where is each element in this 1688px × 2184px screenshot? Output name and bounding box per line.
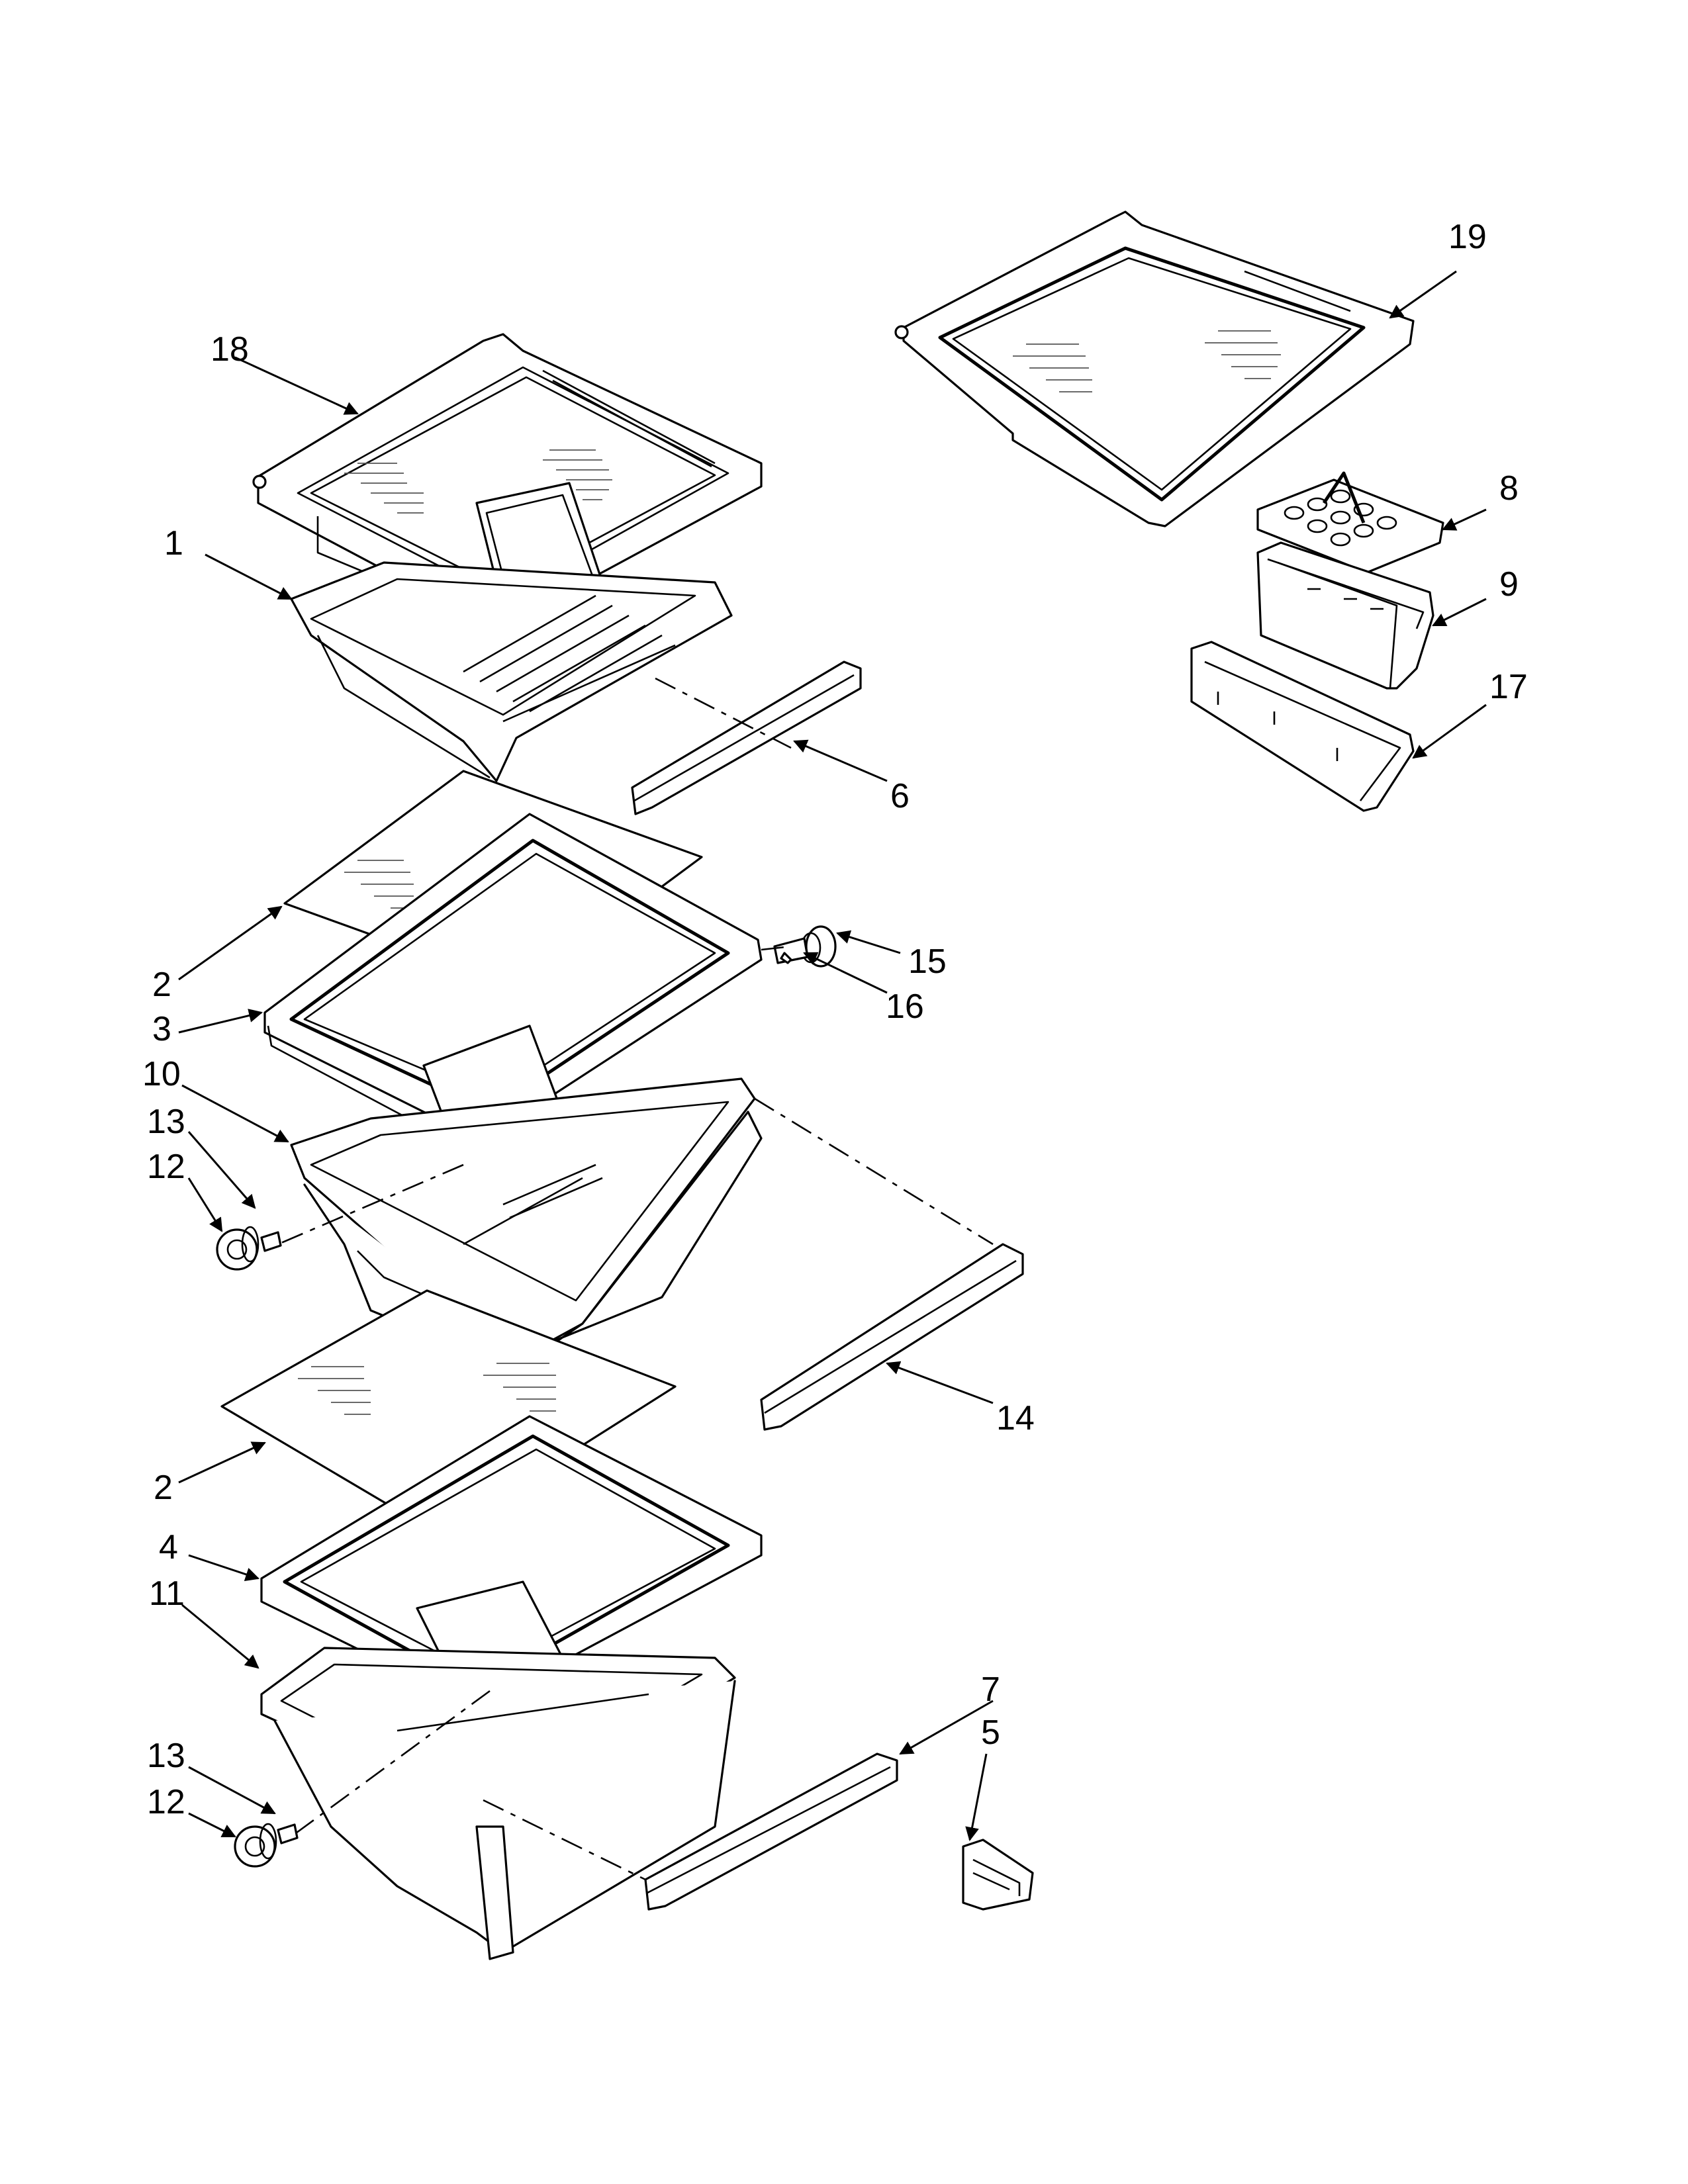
callout-12-upper: 12 [147,1148,185,1186]
callout-2-lower: 2 [154,1469,173,1507]
part-7-rail [644,1752,898,1911]
callout-10: 10 [142,1055,181,1093]
callout-12-lower: 12 [147,1783,185,1821]
part-14-rail [760,1243,1024,1431]
callout-8: 8 [1499,469,1519,508]
callout-9: 9 [1499,565,1519,604]
callout-2-upper: 2 [152,966,171,1004]
callout-4: 4 [159,1528,178,1567]
part-2-glass-shelf-lower [220,1289,677,1537]
part-16-screw [773,937,809,964]
assembly-lines [277,677,994,1881]
part-12-roller-upper [216,1226,259,1271]
callout-14: 14 [996,1399,1035,1437]
callout-5: 5 [981,1713,1000,1752]
callout-7: 7 [981,1670,1000,1709]
part-1-crisper-pan [290,561,733,782]
leader-lines [178,270,1487,1842]
part-8-egg-tray [1256,471,1444,574]
callout-16: 16 [886,987,924,1026]
part-11-crisper-drawer [260,1647,736,1960]
part-13-screw-lower [277,1823,299,1844]
part-5-clip [962,1839,1034,1911]
callout-3: 3 [152,1010,171,1048]
callout-1: 1 [164,524,183,563]
callout-13-lower: 13 [147,1737,185,1775]
callout-15: 15 [908,942,947,981]
callout-18: 18 [211,330,249,369]
callout-labels: 18 1 6 2 3 15 16 10 13 12 14 2 4 11 13 1… [142,218,1528,1821]
part-19-shelf [894,210,1415,527]
part-17-support [1190,641,1415,812]
callout-19: 19 [1448,218,1487,256]
part-13-screw-upper [260,1231,282,1252]
part-9-storage-bin [1256,541,1434,690]
callout-6: 6 [890,777,910,815]
callout-13-upper: 13 [147,1103,185,1141]
part-6-rail [631,660,862,815]
callout-17: 17 [1489,668,1528,706]
part-12-roller-lower [234,1823,277,1868]
callout-11: 11 [149,1574,185,1613]
